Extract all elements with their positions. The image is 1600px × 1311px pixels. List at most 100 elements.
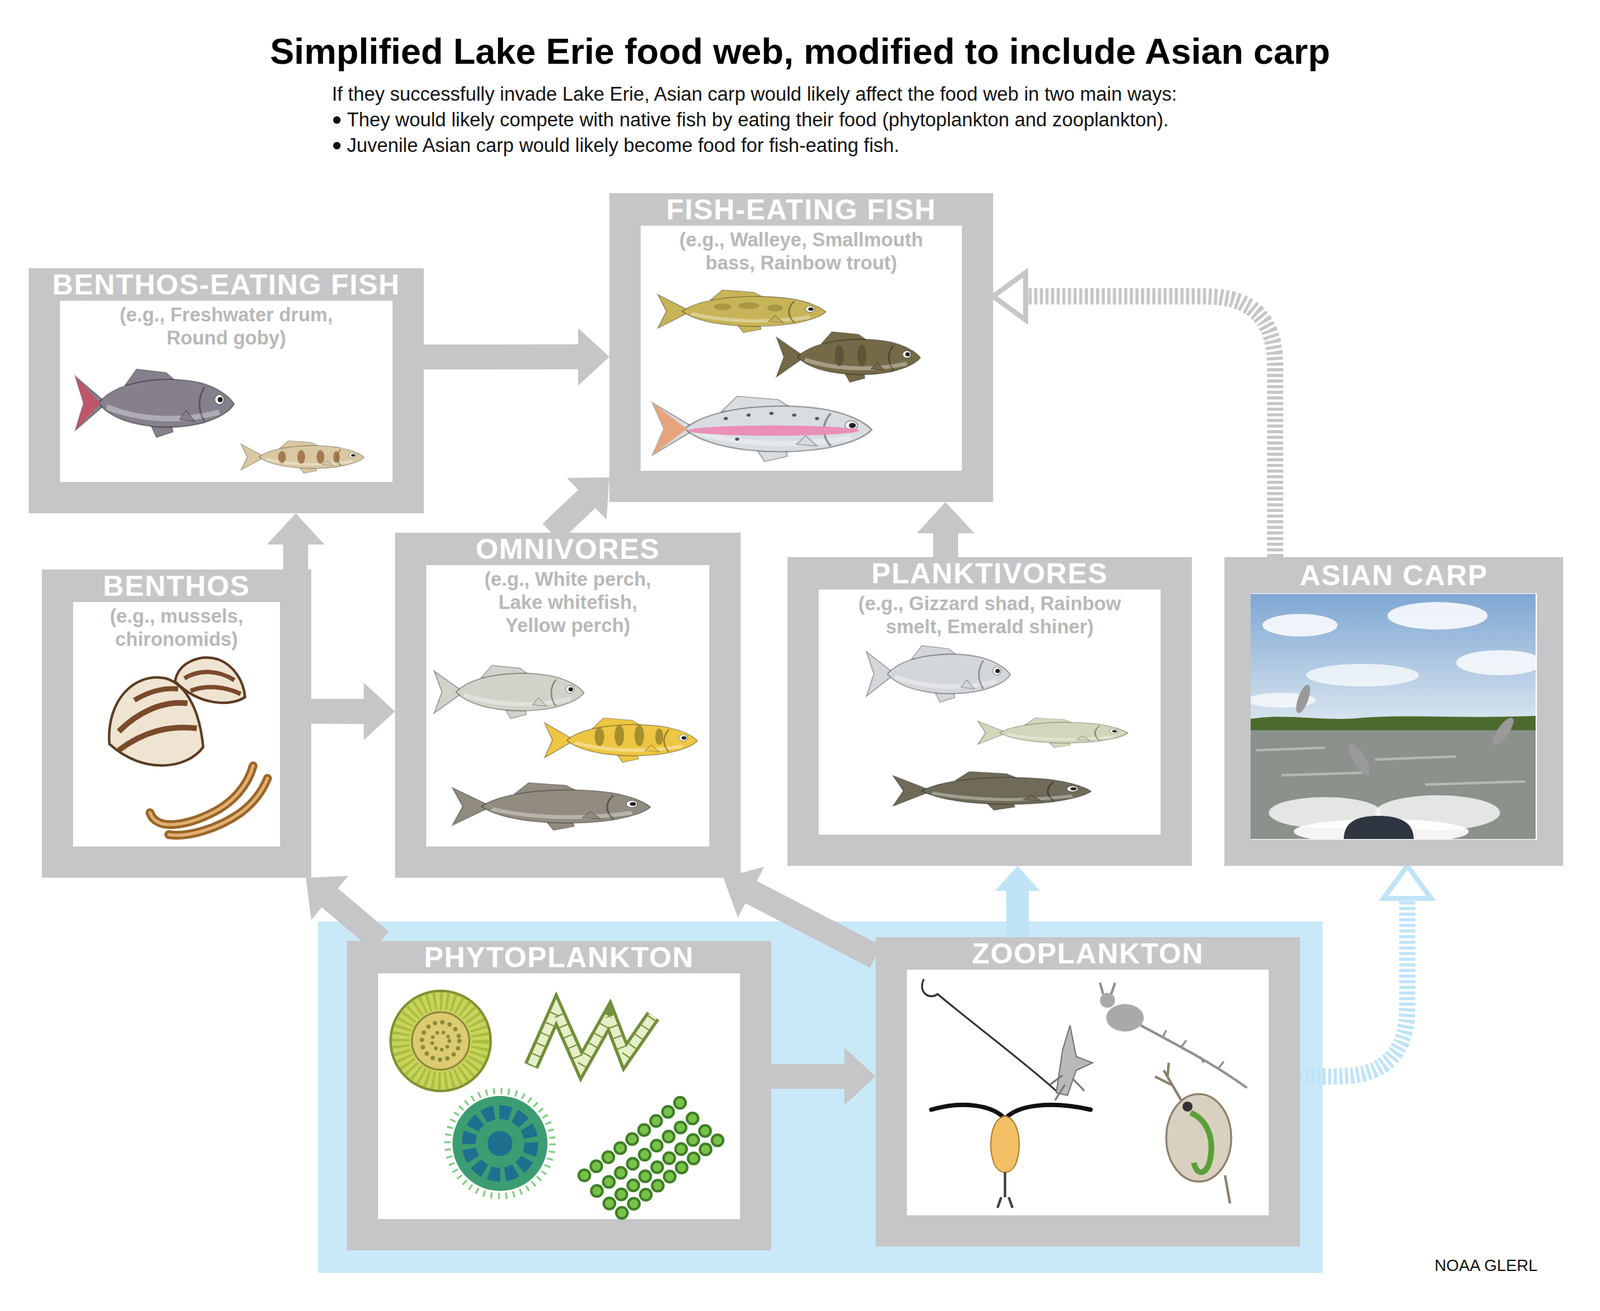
- bead-filaments: [584, 1096, 725, 1213]
- group-heading: PLANKTIVORES: [787, 556, 1192, 590]
- yellow-perch: [614, 725, 624, 747]
- group-heading: BENTHOS: [41, 569, 312, 602]
- food-arrow: [916, 501, 975, 557]
- food-web-box: PHYTOPLANKTON: [346, 940, 772, 1250]
- intro-note: If they successfully invade Lake Erie, A…: [331, 81, 1177, 107]
- round-goby: [316, 450, 325, 464]
- emerald-shiner: [893, 771, 1092, 810]
- bullet-dots: [333, 141, 341, 150]
- diatom-chain: [531, 1009, 654, 1066]
- solid-arrow: [771, 1047, 876, 1105]
- box-interior: (e.g., Gizzard shad, Rainbow smelt, Emer…: [818, 589, 1161, 835]
- arrow-head: [1383, 865, 1432, 899]
- smallmouth-bass: [835, 345, 844, 367]
- yellow-perch: [634, 725, 644, 747]
- diagram-title: Simplified Lake Erie food web, modified …: [270, 30, 1330, 72]
- yellow-perch: [544, 717, 698, 762]
- diatom-chain: [531, 1009, 654, 1066]
- diatom-chain: [531, 1009, 654, 1066]
- box-interior: (e.g., Walleye, Smallmouth bass, Rainbow…: [640, 225, 962, 471]
- rotifer: [1140, 1025, 1247, 1088]
- food-arrow: [311, 682, 395, 740]
- daphnia: [1225, 1175, 1230, 1204]
- asian-carp-photo: [1256, 747, 1525, 785]
- rainbow-trout: [769, 411, 774, 415]
- box-interior: [906, 969, 1269, 1215]
- food-web-box: BENTHOS(e.g., mussels, chironomids): [41, 569, 312, 878]
- asian-carp-photo: [1250, 692, 1316, 708]
- rainbow-trout: [688, 425, 860, 437]
- food-web-box: OMNIVORES(e.g., White perch, Lake whitef…: [395, 532, 741, 878]
- diatom: [390, 990, 491, 1091]
- label-holder: They would likely compete with native fi…: [346, 106, 1169, 133]
- diatom: [411, 1011, 470, 1070]
- food-arrow: [995, 865, 1040, 937]
- walleye: [766, 304, 783, 312]
- bullet-dots: [333, 116, 341, 124]
- zebra-mussels: [109, 657, 245, 765]
- label-holder: NOAA GLERL: [1434, 1252, 1538, 1279]
- zebra-mussels: [118, 702, 188, 732]
- bullet-dots: [333, 116, 341, 150]
- chironomid-larvae: [150, 765, 254, 825]
- asian-carp-photo: [1306, 663, 1419, 687]
- bead-filaments: [584, 1096, 725, 1213]
- zooplankton-long-antenna: [921, 978, 1093, 1100]
- walleye: [713, 303, 732, 310]
- copepod: [931, 1104, 1091, 1119]
- rotifer: [1100, 992, 1115, 1008]
- algal-colony: [452, 1095, 548, 1191]
- intro-note: They would likely compete with native fi…: [346, 106, 1169, 133]
- chironomid-larvae: [150, 765, 268, 835]
- copepod: [931, 1104, 1091, 1208]
- box-interior: (e.g., White perch, Lake whitefish, Yell…: [426, 565, 710, 847]
- asian-carp-photo: [1293, 818, 1469, 839]
- asian-carp-photo: [1250, 715, 1536, 733]
- rotifer: [1162, 1030, 1224, 1068]
- emerald-shiner: [893, 771, 1092, 810]
- algal-colony: [468, 1111, 532, 1175]
- box-interior: (e.g., Freshwater drum, Round goby): [60, 300, 393, 482]
- zebra-mussels: [190, 686, 241, 694]
- box-interior: [378, 973, 740, 1219]
- diatom: [390, 990, 491, 1091]
- solid-arrow: [305, 875, 389, 950]
- food-web-box: PLANKTIVORES(e.g., Gizzard shad, Rainbow…: [787, 556, 1192, 866]
- diatom-chain: [531, 1009, 654, 1066]
- zebra-mussels: [175, 657, 245, 703]
- zooplankton-long-antenna: [1056, 1025, 1093, 1095]
- smallmouth-bass: [776, 331, 920, 383]
- group-heading: PHYTOPLANKTON: [346, 940, 772, 974]
- algal-colony: [447, 1090, 553, 1196]
- dashed-shaft: [1025, 296, 1275, 557]
- rainbow-trout: [735, 437, 740, 441]
- rainbow-trout: [746, 413, 751, 417]
- example-species: (e.g., Freshwater drum, Round goby): [101, 303, 352, 350]
- asian-carp-photo: [1262, 613, 1338, 637]
- example-species: (e.g., Walleye, Smallmouth bass, Rainbow…: [666, 228, 936, 275]
- rainbow-trout: [652, 403, 687, 455]
- copepod: [997, 1171, 1013, 1208]
- freshwater-drum: [75, 368, 234, 437]
- rainbow-trout: [652, 396, 872, 462]
- walleye: [738, 302, 760, 310]
- lake-whitefish: [452, 782, 651, 830]
- daphnia: [1190, 1112, 1212, 1172]
- rotifer: [1106, 1003, 1144, 1032]
- plankton-band: [318, 921, 1323, 1273]
- algal-colony: [487, 1130, 513, 1156]
- freshwater-drum: [75, 376, 100, 430]
- daphnia: [1155, 1062, 1232, 1204]
- arrow-head: [993, 272, 1026, 320]
- food-web-box: ZOOPLANKTON: [875, 936, 1300, 1247]
- rainbow-trout: [652, 396, 872, 462]
- diatom: [421, 1021, 460, 1060]
- yellow-perch: [594, 726, 604, 746]
- food-web-box: BENTHOS-EATING FISH(e.g., Freshwater dru…: [28, 268, 424, 514]
- food-web-box: FISH-EATING FISH(e.g., Walleye, Smallmou…: [609, 193, 994, 502]
- food-web-box: ASIAN CARP: [1224, 556, 1564, 866]
- food-arrow: [1300, 865, 1432, 1077]
- daphnia: [1155, 1062, 1182, 1100]
- rainbow-smelt: [978, 717, 1129, 748]
